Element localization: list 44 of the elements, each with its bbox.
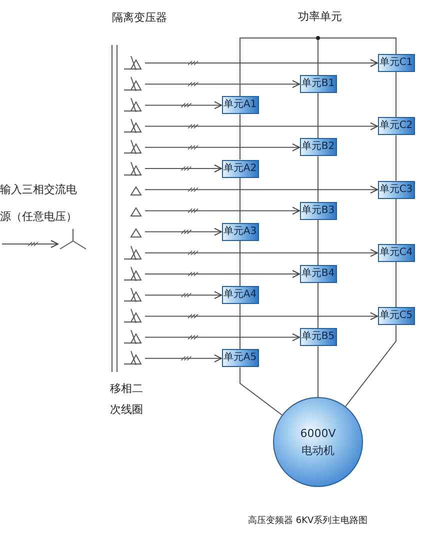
three-phase-line-arrow xyxy=(144,206,300,215)
three-phase-line-arrow xyxy=(144,228,222,236)
power-unit-box: 单元A2 xyxy=(222,160,258,178)
three-phase-line-arrow xyxy=(144,122,378,130)
transformer-label: 隔离变压器 xyxy=(112,10,168,25)
power-unit-box: 单元B2 xyxy=(300,138,336,156)
three-phase-line-arrow xyxy=(144,59,378,67)
junction-dot xyxy=(316,36,320,40)
power-unit-box: 单元A3 xyxy=(222,222,258,241)
three-phase-line-arrow xyxy=(144,101,222,110)
three-phase-line-arrow xyxy=(144,143,300,152)
power-unit-box: 单元C4 xyxy=(378,244,414,262)
power-unit-box: 单元B1 xyxy=(300,75,336,94)
three-phase-line-arrow xyxy=(144,291,222,300)
motor-voltage-text: 6000V xyxy=(300,426,336,442)
power-unit-box: 单元C1 xyxy=(378,54,414,72)
three-phase-line-arrow xyxy=(144,164,222,172)
power-unit-box: 单元B3 xyxy=(300,202,336,220)
power-unit-box: 单元B5 xyxy=(300,328,336,346)
connection-line xyxy=(240,38,316,97)
motor-name-text: 电动机 xyxy=(302,443,334,459)
three-phase-line-arrow xyxy=(144,80,300,88)
three-phase-line-arrow xyxy=(144,186,378,194)
power-unit-box: 单元C2 xyxy=(378,117,414,136)
power-unit-label: 功率单元 xyxy=(298,9,343,24)
three-phase-line-arrow xyxy=(144,270,300,278)
power-unit-box: 单元A4 xyxy=(222,286,258,304)
star-connection-symbol xyxy=(58,228,88,250)
diagram-caption: 高压变频器 6KV系列主电路图 xyxy=(248,514,368,527)
connection-line xyxy=(240,366,282,416)
input-power-label: 输入三相交流电源（任意电压） xyxy=(0,182,78,225)
power-unit-box: 单元C5 xyxy=(378,307,414,326)
power-unit-box: 单元C3 xyxy=(378,180,414,199)
secondary-winding-label: 移相二次线圈 xyxy=(110,381,144,418)
connection-line xyxy=(345,324,396,407)
three-phase-line-arrow xyxy=(2,240,58,248)
three-phase-line-arrow xyxy=(144,354,222,362)
power-unit-box: 单元A5 xyxy=(222,349,258,368)
connection-line xyxy=(320,38,396,54)
three-phase-line-arrow xyxy=(144,333,300,342)
power-unit-box: 单元A1 xyxy=(222,96,258,114)
power-unit-box: 单元B4 xyxy=(300,265,336,283)
three-phase-line-arrow xyxy=(144,312,378,320)
three-phase-line-arrow xyxy=(144,248,378,257)
